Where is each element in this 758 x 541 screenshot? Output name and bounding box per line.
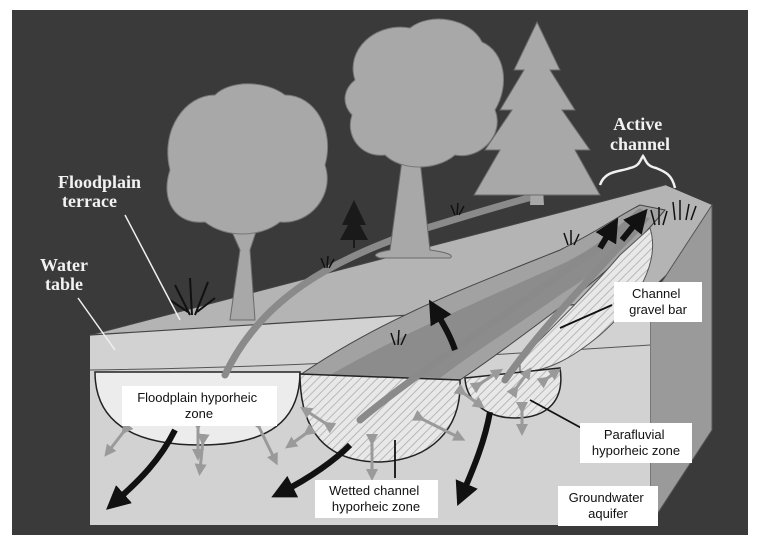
wetted-channel-label: Wetted channel hyporheic zone: [329, 483, 423, 514]
groundwater-label-box: [558, 486, 658, 526]
floodplain-hyporheic-label-box: [122, 386, 277, 426]
channel-bank: [298, 204, 666, 381]
gravel-bar-label-box: [614, 282, 702, 322]
active-channel-surface: [298, 204, 666, 381]
wetted-channel-water: [330, 215, 650, 378]
floodplain-terrace-label: Floodplain terrace: [58, 172, 146, 211]
callout-lines: [77, 214, 181, 351]
parafluvial-label-box: [580, 423, 692, 463]
flow-arrows: [105, 208, 648, 510]
water-table-label: Water table: [40, 255, 92, 294]
gravel-bar: [519, 227, 654, 373]
trees: [166, 18, 601, 321]
wetted-channel-label-box: [315, 480, 438, 518]
exchange-arrows: [104, 367, 561, 481]
parafluvial-label: Parafluvial hyporheic zone: [592, 427, 680, 458]
small-conifer: [340, 200, 368, 248]
floodplain-hyporheic-label: Floodplain hyporheic zone: [137, 390, 261, 421]
grass-tufts: [320, 200, 697, 346]
active-channel-brace: [598, 153, 677, 189]
fern-plant: [169, 277, 216, 316]
conifer-tree: [473, 20, 601, 205]
groundwater-label: Groundwater aquifer: [569, 490, 648, 521]
callout-lines-dark: [394, 304, 613, 478]
channel-gravel-bar-label: Channel gravel bar: [629, 286, 687, 317]
deciduous-tree-middle: [344, 18, 505, 259]
active-channel-label: Active channel: [610, 114, 670, 154]
deciduous-tree-left: [166, 83, 329, 321]
